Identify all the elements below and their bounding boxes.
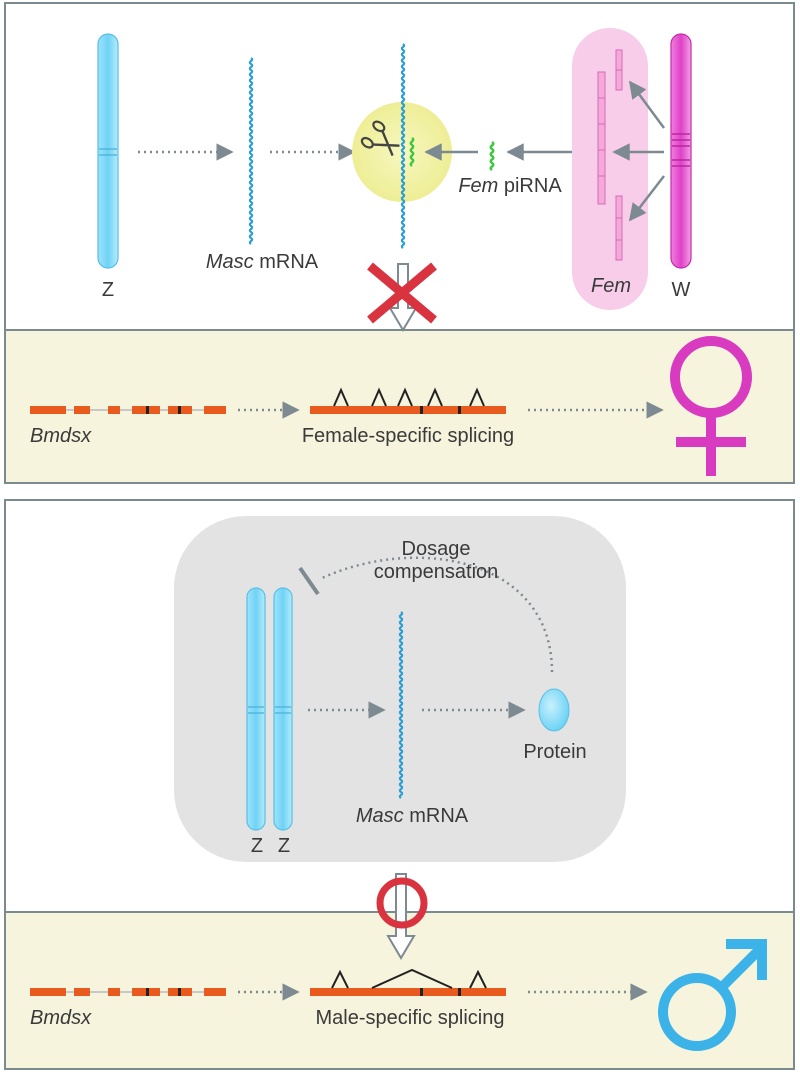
female-panel: Z Masc mRNA Fem piRNA [4, 2, 795, 484]
fem-pirna-label: Fem piRNA [458, 175, 562, 197]
bmdsx-label: Bmdsx [30, 425, 92, 447]
inhibition-bar [298, 566, 320, 596]
male-spliced-transcript [310, 968, 506, 996]
male-symbol-icon [658, 939, 767, 1051]
z-label: Z [102, 279, 114, 301]
fem-region [572, 28, 648, 310]
female-spliced-transcript [310, 387, 506, 414]
w-to-fem-arrow-up [628, 80, 666, 129]
z-chromosome [97, 33, 119, 269]
bmdsx-gene [30, 406, 226, 414]
female-splicing-label: Female-specific splicing [302, 425, 514, 447]
dosage-line1: Dosage [402, 538, 471, 560]
w-label: W [672, 279, 691, 301]
masc-mrna [248, 57, 254, 245]
fem-pirna [489, 141, 495, 171]
male-splicing-label: Male-specific splicing [316, 1007, 505, 1029]
bound-fem-pirna [409, 137, 415, 167]
z1-label: Z [251, 835, 263, 857]
protein-icon [538, 688, 570, 732]
cleaved-masc-mrna [400, 43, 406, 249]
bmdsx-male-label: Bmdsx [30, 1007, 92, 1029]
w-chromosome [670, 33, 692, 269]
z-chromosome-pair [246, 587, 293, 831]
masc-mrna-label: Masc mRNA [206, 251, 319, 273]
fem-transcripts [597, 49, 623, 261]
protein-label: Protein [523, 741, 586, 763]
scissors-icon [360, 120, 400, 156]
block-circle-icon [376, 877, 428, 929]
block-x-icon [367, 262, 437, 324]
female-symbol-icon [670, 336, 752, 476]
w-to-fem-arrow-down [628, 175, 665, 222]
male-panel: Z Z Dosage compensation Masc mRNA Protei… [4, 499, 795, 1070]
fem-label: Fem [591, 275, 631, 297]
dosage-line2: compensation [374, 561, 499, 583]
bmdsx-gene-male [30, 988, 226, 996]
z2-label: Z [278, 835, 290, 857]
masc-mrna-male-label: Masc mRNA [356, 805, 469, 827]
masc-mrna-male [398, 611, 404, 799]
